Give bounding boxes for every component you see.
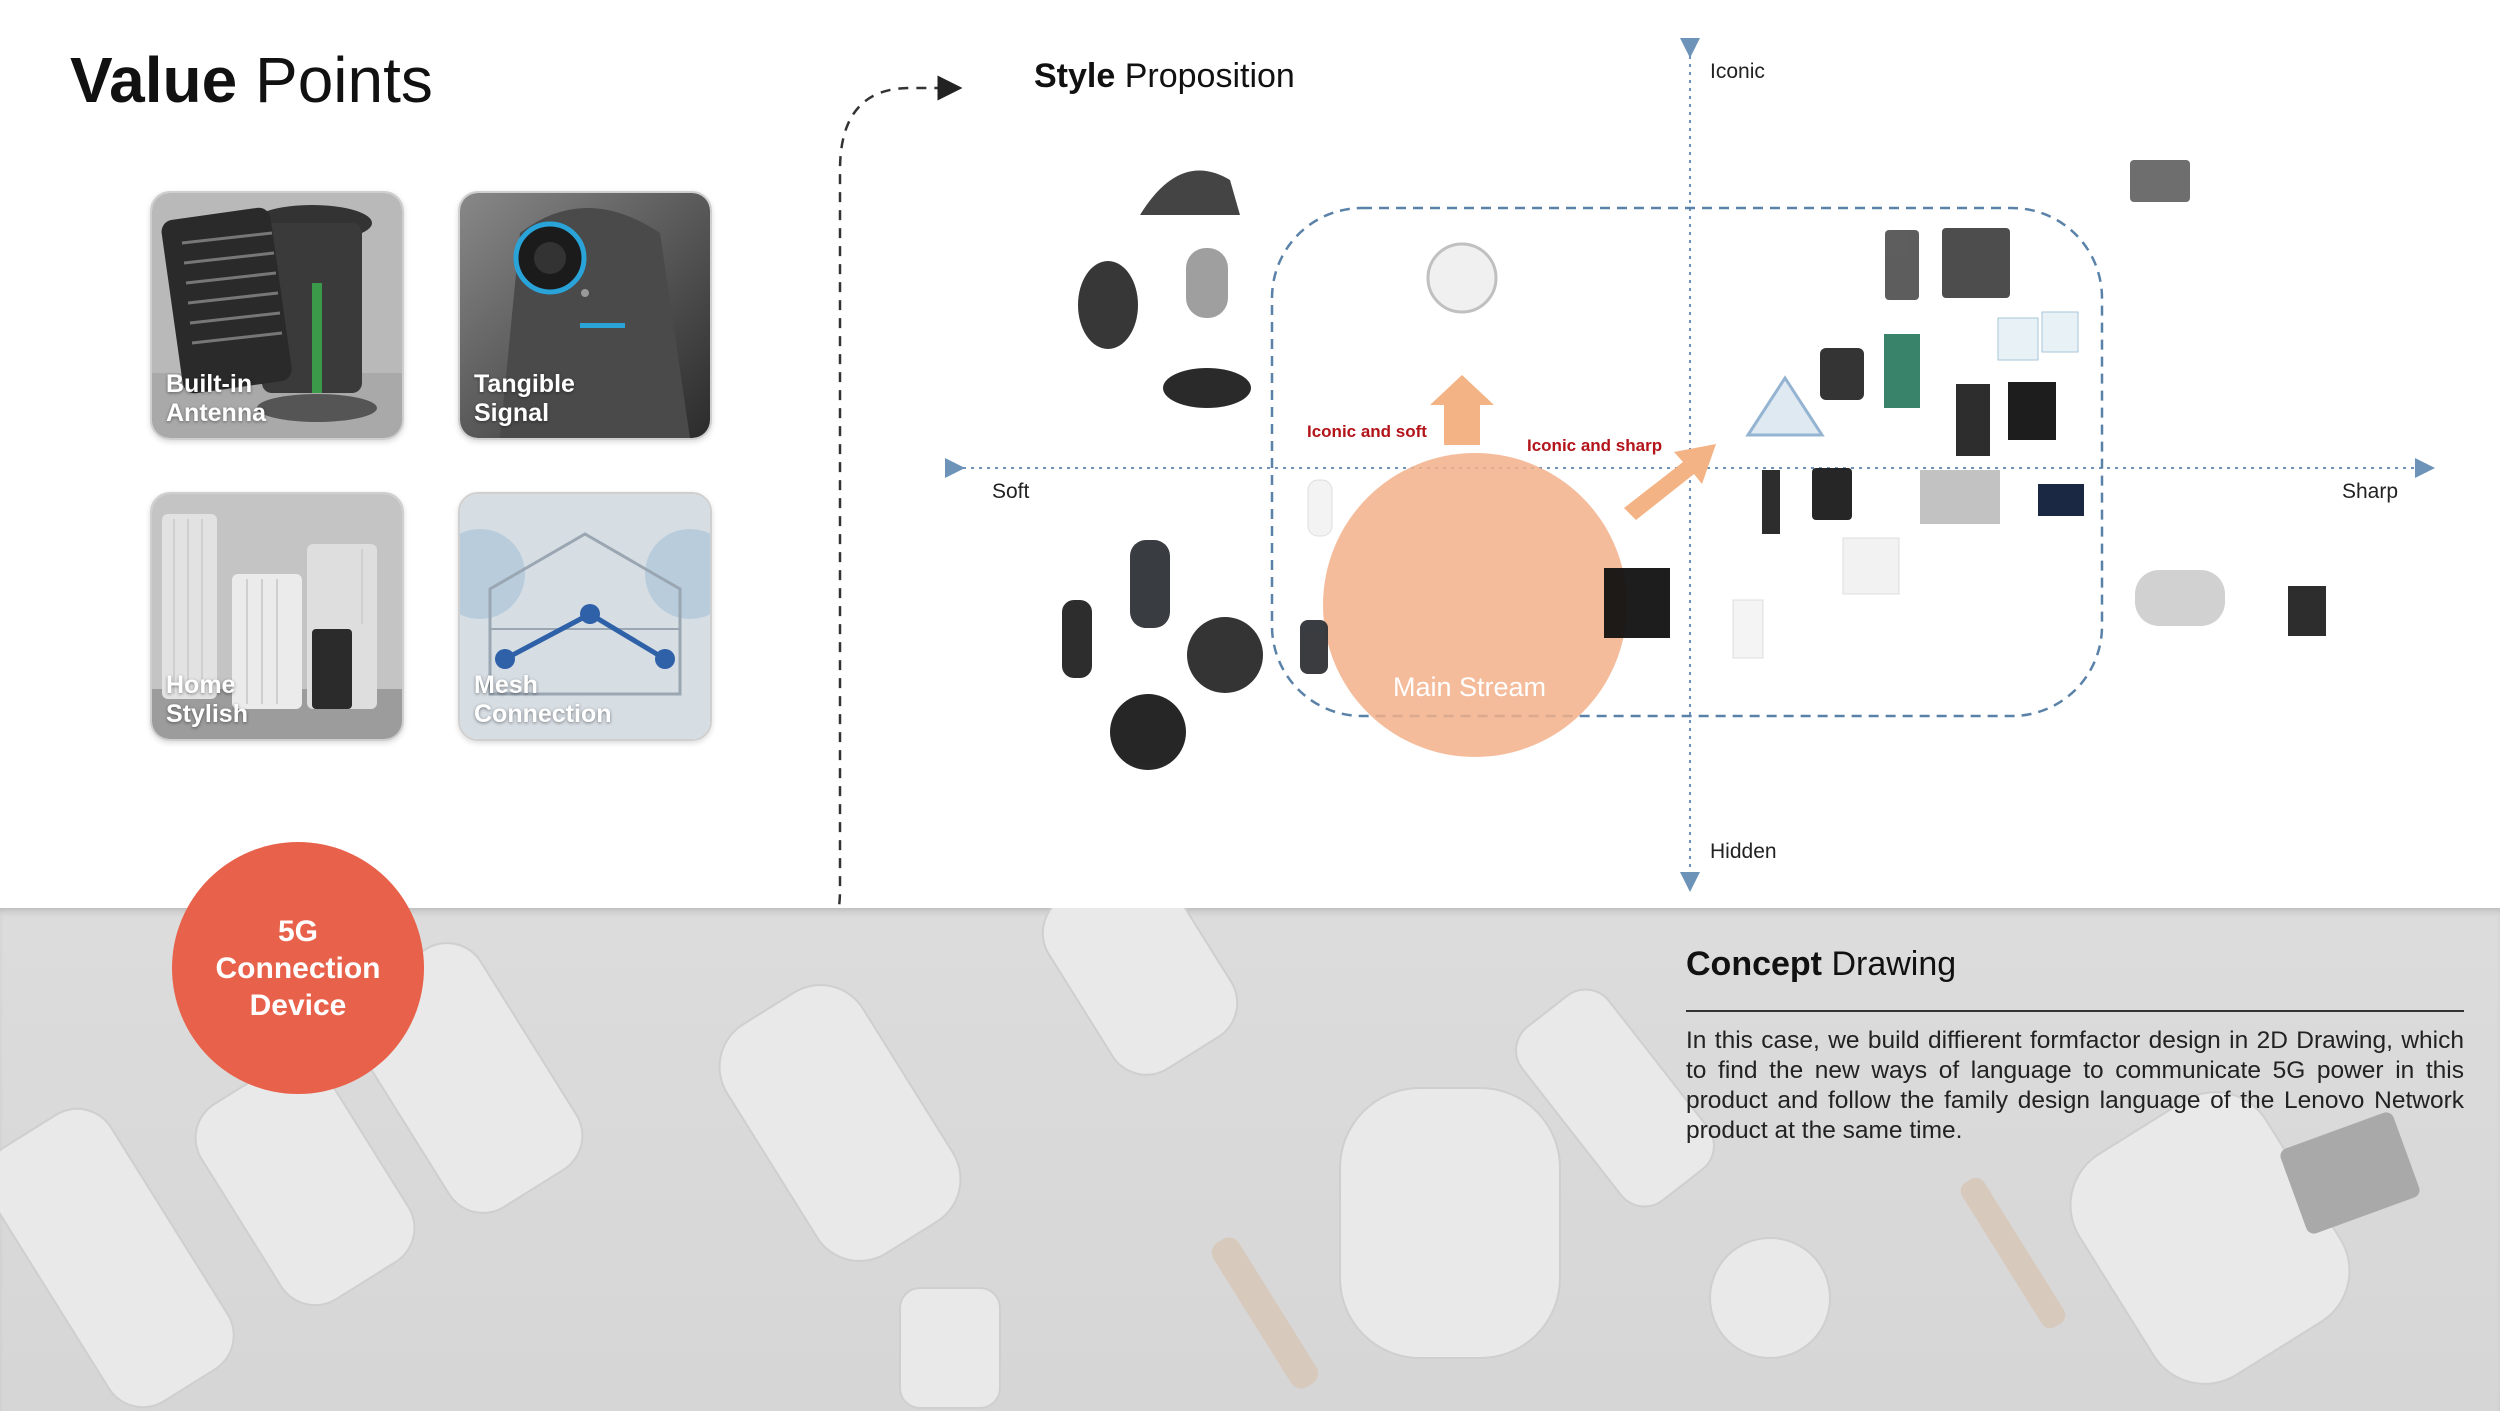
style-proposition-title: Style Proposition: [1034, 57, 1295, 95]
signal-image: [460, 193, 710, 438]
card-label: Tangible Signal: [474, 370, 575, 427]
main-stream-blob: [1323, 453, 1627, 757]
concept-divider: [1686, 1010, 2464, 1012]
mesh-image: [460, 494, 710, 739]
axis-label-right: Sharp: [2342, 480, 2399, 503]
concept-band: [0, 908, 2500, 1411]
focus-region: [1270, 206, 2104, 718]
main-stream-label: Main Stream: [1393, 672, 1547, 702]
card-label: Built-in Antenna: [166, 370, 266, 427]
card-home-stylish[interactable]: Home Stylish: [150, 492, 404, 741]
concept-renders: [0, 908, 2420, 1409]
antenna-image: [152, 193, 402, 438]
card-tangible-signal[interactable]: Tangible Signal: [458, 191, 712, 440]
card-built-in-antenna[interactable]: Built-in Antenna: [150, 191, 404, 440]
arrow-up: [1430, 375, 1494, 445]
card-label: Mesh Connection: [474, 671, 612, 728]
annotation-iconic-sharp: Iconic and sharp: [1527, 436, 1663, 455]
arrow-up-right: [1624, 444, 1716, 520]
card-mesh-connection[interactable]: Mesh Connection: [458, 492, 712, 741]
axis-label-top: Iconic: [1710, 60, 1765, 83]
vases-image: [152, 494, 402, 739]
card-label: Home Stylish: [166, 671, 248, 728]
five-g-connection-device-badge: 5G Connection Device: [172, 842, 424, 1094]
concept-description: In this case, we build diffierent formfa…: [1686, 1027, 2464, 1144]
axis-label-bottom: Hidden: [1710, 840, 1777, 863]
concept-drawing-title: Concept Drawing: [1686, 945, 1957, 983]
value-points-title: Value Points: [70, 44, 433, 116]
product-glyphs: [1062, 160, 2326, 770]
connector-line: [424, 75, 963, 970]
axis-label-left: Soft: [992, 480, 1030, 503]
annotation-iconic-soft: Iconic and soft: [1307, 422, 1427, 441]
